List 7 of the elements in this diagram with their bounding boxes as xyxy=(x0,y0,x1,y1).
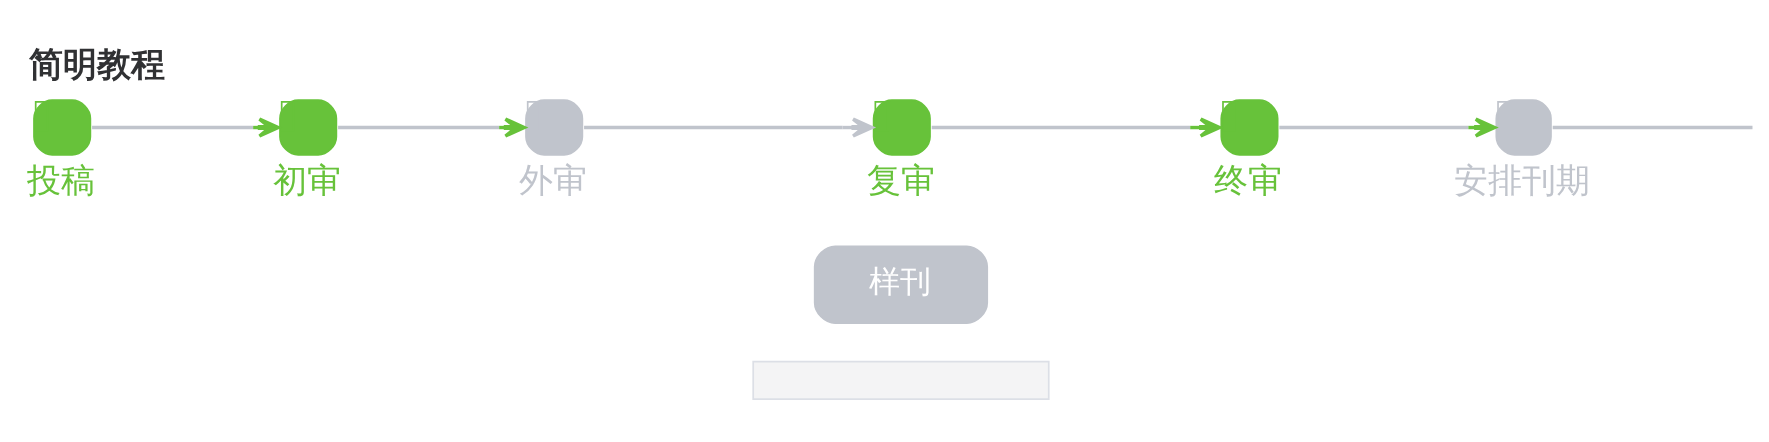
node-label: 投稿 xyxy=(27,159,96,200)
node-label: 安排刊期 xyxy=(1453,159,1590,200)
node-label: 初审 xyxy=(273,159,342,200)
node-label: 复审 xyxy=(866,159,935,200)
diagram-title: 简明教程 xyxy=(28,43,165,84)
node-label: 终审 xyxy=(1214,159,1283,200)
node-label: 外审 xyxy=(519,159,588,200)
